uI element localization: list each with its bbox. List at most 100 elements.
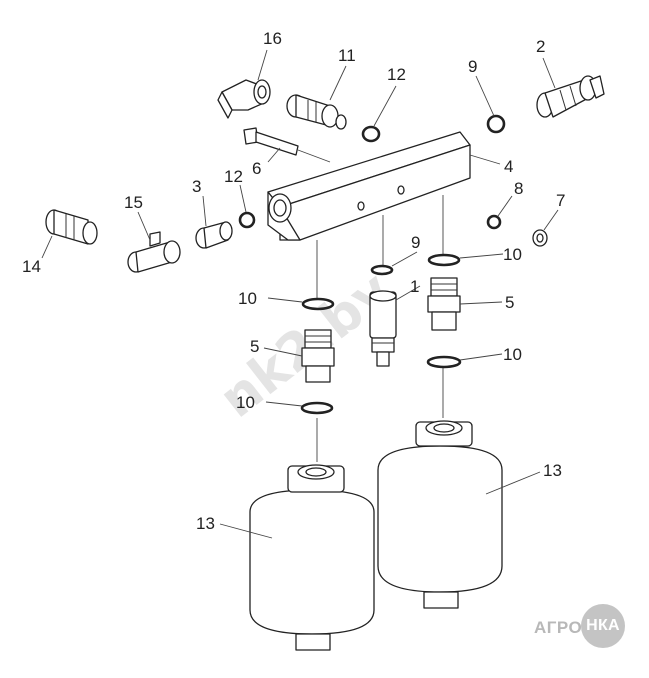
oring-10-right-bottom bbox=[426, 355, 462, 369]
leader-lines bbox=[41, 49, 559, 539]
callout-16: 16 bbox=[263, 29, 282, 48]
leader-10b bbox=[459, 253, 504, 259]
callout-labels: 16 11 12 9 2 6 4 3 12 8 7 15 14 9 10 1 1… bbox=[22, 29, 565, 533]
oring-10-right-top bbox=[427, 253, 461, 267]
callout-9-middle: 9 bbox=[411, 233, 420, 252]
nut-7 bbox=[532, 229, 548, 247]
callout-10-left-top: 10 bbox=[238, 289, 257, 308]
adapter5r-hex bbox=[427, 295, 461, 313]
callout-10-right-top: 10 bbox=[503, 245, 522, 264]
leader-5b bbox=[263, 347, 303, 357]
callout-10-left-bottom: 10 bbox=[236, 393, 255, 412]
callout-15: 15 bbox=[124, 193, 143, 212]
elbow-fitting-16 bbox=[217, 79, 271, 119]
callout-5-left: 5 bbox=[250, 337, 259, 356]
callout-12-left: 12 bbox=[224, 167, 243, 186]
accumulator-left-body bbox=[249, 489, 375, 635]
nut7-bore bbox=[536, 233, 544, 243]
brand-logo-circle-text: НКА bbox=[586, 617, 620, 634]
callout-4: 4 bbox=[504, 157, 513, 176]
manifold-port-left-inner bbox=[273, 199, 287, 217]
sensor1-tip bbox=[376, 351, 390, 367]
callout-5-right: 5 bbox=[505, 293, 514, 312]
leader-15 bbox=[137, 211, 151, 241]
tee15-branch bbox=[149, 231, 161, 247]
leader-10d bbox=[265, 401, 303, 407]
accumulator-right-base bbox=[423, 591, 459, 609]
accumulator-right-body bbox=[377, 445, 503, 593]
adapter11-tip bbox=[335, 114, 347, 130]
leader-9a bbox=[475, 75, 495, 117]
leader-10a bbox=[267, 297, 303, 303]
leader-10c bbox=[459, 353, 503, 361]
manifold-hole-2 bbox=[397, 185, 405, 195]
coupler14-body bbox=[53, 209, 89, 245]
sensor-1 bbox=[369, 264, 397, 367]
callout-11: 11 bbox=[338, 46, 356, 65]
callout-9-top: 9 bbox=[468, 57, 477, 76]
center-lines bbox=[316, 195, 444, 462]
oring-12-left bbox=[238, 211, 256, 229]
tee15-right bbox=[163, 240, 181, 264]
adapter5l-bottom bbox=[305, 365, 331, 383]
adapter-3 bbox=[195, 221, 233, 249]
callout-12-top: 12 bbox=[387, 65, 406, 84]
adapter3-right bbox=[219, 221, 233, 241]
leader-2 bbox=[542, 57, 556, 89]
leader-13a bbox=[485, 471, 541, 495]
leader-9b bbox=[391, 251, 418, 267]
bolt-axis-line bbox=[297, 149, 331, 163]
leader-1 bbox=[395, 285, 421, 301]
brand-logo-text: АГРО bbox=[534, 618, 583, 637]
adapter-5-left bbox=[300, 297, 335, 415]
adapter5l-hex bbox=[301, 347, 335, 367]
bolt bbox=[243, 127, 331, 163]
leader-12b bbox=[239, 184, 247, 213]
oring-10-left-top bbox=[301, 297, 335, 311]
oring-9-middle bbox=[370, 264, 394, 276]
accumulator-right-bore bbox=[433, 423, 455, 433]
callout-1: 1 bbox=[410, 277, 419, 296]
manifold-hole-1 bbox=[357, 201, 365, 211]
sensor1-top bbox=[369, 290, 397, 302]
leader-12a bbox=[373, 85, 397, 127]
leader-16 bbox=[257, 49, 268, 81]
leader-3 bbox=[202, 195, 207, 227]
accumulator-left-bore bbox=[305, 467, 327, 477]
leader-4 bbox=[469, 154, 501, 165]
callout-7: 7 bbox=[556, 191, 565, 210]
callout-13-left: 13 bbox=[196, 514, 215, 533]
callout-2: 2 bbox=[536, 37, 545, 56]
callout-3: 3 bbox=[192, 177, 201, 196]
coupler14-nut bbox=[82, 221, 98, 245]
leader-8 bbox=[497, 195, 513, 217]
leader-11 bbox=[329, 65, 347, 101]
leader-5a bbox=[459, 301, 503, 305]
adapter5l-top bbox=[304, 329, 332, 349]
coupler-14 bbox=[45, 209, 98, 245]
manifold-block bbox=[267, 131, 471, 241]
adapter-5-right bbox=[426, 253, 462, 369]
washer-8 bbox=[486, 214, 502, 230]
leader-14 bbox=[41, 235, 53, 259]
sensor2-connector bbox=[589, 75, 605, 99]
brand-logo-circle bbox=[581, 604, 625, 648]
tee-fitting-15 bbox=[127, 231, 181, 273]
callout-14: 14 bbox=[22, 257, 41, 276]
leader-6 bbox=[267, 147, 281, 163]
sensor1-thread bbox=[371, 337, 395, 353]
oring-10-left-bottom bbox=[300, 401, 334, 415]
adapter5r-bottom bbox=[431, 311, 457, 331]
elbow16-tail bbox=[217, 91, 233, 119]
leader-7 bbox=[543, 209, 559, 231]
callout-13-right: 13 bbox=[543, 461, 562, 480]
accumulator-left bbox=[249, 464, 375, 651]
oring-12-top bbox=[361, 125, 381, 143]
accumulator-right bbox=[377, 420, 503, 609]
adapter5r-top bbox=[430, 277, 458, 297]
sensor2-ring-2 bbox=[569, 85, 577, 107]
bolt-shank bbox=[255, 131, 299, 156]
leader-13b bbox=[219, 523, 273, 539]
